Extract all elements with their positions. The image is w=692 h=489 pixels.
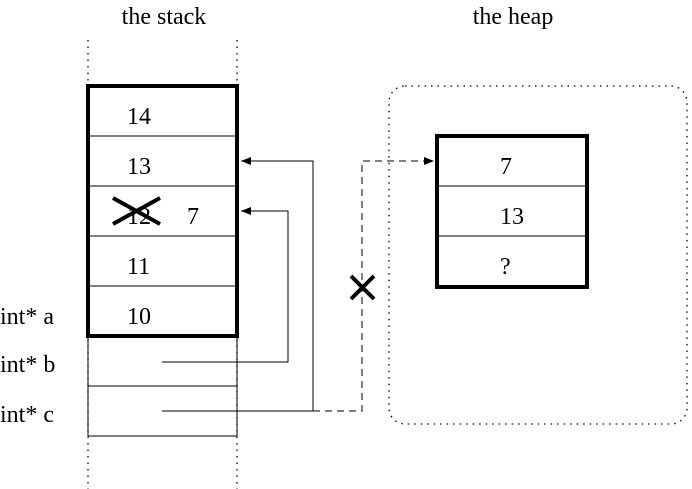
heap-title: the heap (473, 4, 554, 30)
invalid-link-x-mark (349, 274, 376, 301)
stack-frame-border (86, 84, 239, 338)
pointer-label-c: int* c (0, 402, 54, 428)
stack-cell-value: 10 (127, 304, 151, 330)
stack-new-value: 7 (187, 204, 199, 230)
stack-title: the stack (122, 4, 207, 30)
pointer-cells (87, 336, 238, 437)
cross-out-mark (112, 196, 161, 226)
stack-frame: 14 13 12 11 10 7 (86, 84, 239, 338)
heap-block-border (435, 134, 589, 289)
stack-cell-value: 14 (127, 104, 151, 130)
heap-region (388, 85, 688, 425)
pointer-c-arrow (162, 157, 314, 412)
heap-cell-value: 13 (500, 204, 524, 230)
stack-cell-value: 11 (127, 254, 150, 280)
pointer-label-b: int* b (0, 352, 55, 378)
pointer-c-old-heap-arrow (313, 157, 434, 412)
heap-cell-value: ? (500, 254, 511, 280)
pointer-label-a: int* a (0, 304, 54, 330)
heap-block: 7 13 ? (435, 134, 589, 289)
stack-cell-value: 13 (127, 154, 151, 180)
pointer-b-arrow (162, 207, 289, 363)
heap-cell-value: 7 (500, 154, 512, 180)
